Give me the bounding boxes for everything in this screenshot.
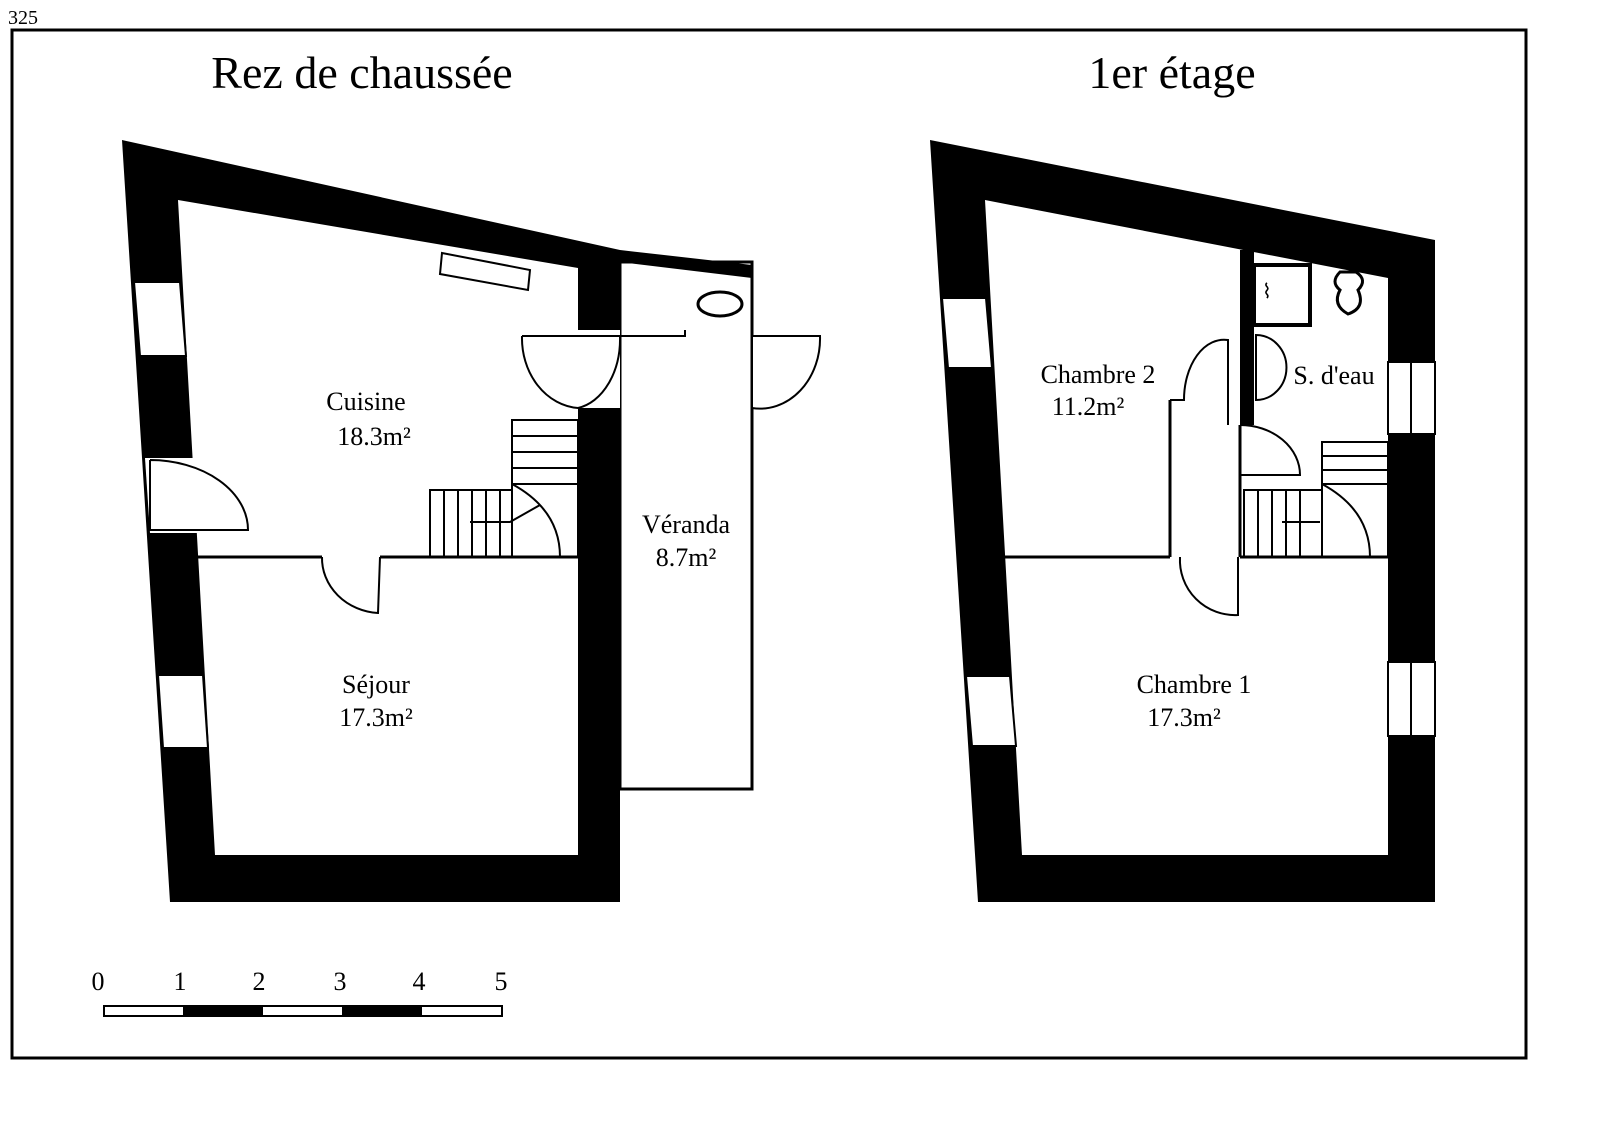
scale-tick-label: 2 bbox=[253, 967, 266, 996]
ground-floor-title: Rez de chaussée bbox=[211, 47, 512, 98]
room-area-cuisine: 18.3m² bbox=[337, 422, 411, 451]
room-area-chambre-1: 17.3m² bbox=[1147, 703, 1221, 732]
room-area-sejour: 17.3m² bbox=[339, 703, 413, 732]
scale-tick-label: 4 bbox=[413, 967, 426, 996]
door-swing bbox=[320, 556, 381, 615]
scale-tick-label: 3 bbox=[334, 967, 347, 996]
room-area-veranda: 8.7m² bbox=[656, 543, 717, 572]
page-frame bbox=[10, 28, 1528, 1060]
first-floor-title: 1er étage bbox=[1088, 47, 1255, 98]
corner-label: 325 bbox=[8, 7, 38, 29]
ground-floor-walls bbox=[122, 140, 620, 902]
first-floor-walls bbox=[930, 140, 1435, 902]
veranda-door-swing bbox=[751, 335, 822, 410]
door-swing bbox=[520, 335, 622, 410]
toilet-icon bbox=[1333, 270, 1364, 316]
scale-bar: 0 1 2 3 4 5 bbox=[92, 967, 508, 1017]
entry-door-gap bbox=[145, 458, 198, 533]
room-label-cuisine: Cuisine bbox=[326, 387, 405, 416]
door-swing bbox=[1239, 424, 1302, 476]
room-label-sejour: Séjour bbox=[342, 670, 410, 699]
scale-tick-label: 5 bbox=[495, 967, 508, 996]
toilet-icon bbox=[696, 290, 744, 318]
shower-tray bbox=[1252, 263, 1312, 327]
window bbox=[964, 675, 1018, 747]
veranda-outline bbox=[618, 260, 754, 791]
room-area-chambre-2: 11.2m² bbox=[1052, 392, 1125, 421]
bathroom-wall bbox=[1240, 250, 1254, 425]
room-label-salle-d-eau: S. d'eau bbox=[1293, 361, 1374, 390]
staircase bbox=[429, 419, 579, 558]
scale-tick-label: 1 bbox=[174, 967, 187, 996]
door-swing bbox=[1178, 556, 1239, 617]
window bbox=[156, 674, 210, 749]
ground-floor-plan: Cuisine 18.3m² Séjour 17.3m² Véranda 8.7… bbox=[122, 140, 822, 902]
scale-tick-label: 0 bbox=[92, 967, 105, 996]
window bbox=[940, 297, 994, 369]
window bbox=[132, 281, 188, 357]
room-label-veranda: Véranda bbox=[642, 510, 731, 539]
first-floor-plan: ⌇ Chambre 2 11.2m² S. d'eau Chambre 1 17… bbox=[930, 140, 1436, 902]
veranda-top-wall bbox=[620, 250, 752, 278]
door-swing bbox=[1170, 338, 1229, 425]
kitchen-counter bbox=[438, 251, 532, 292]
partition-wall bbox=[1005, 400, 1388, 559]
room-label-chambre-2: Chambre 2 bbox=[1041, 360, 1156, 389]
entry-door-swing bbox=[149, 459, 250, 531]
shower-icon: ⌇ bbox=[1262, 281, 1272, 303]
staircase bbox=[1243, 441, 1389, 558]
room-label-chambre-1: Chambre 1 bbox=[1137, 670, 1252, 699]
washbasin-icon bbox=[1255, 333, 1288, 402]
